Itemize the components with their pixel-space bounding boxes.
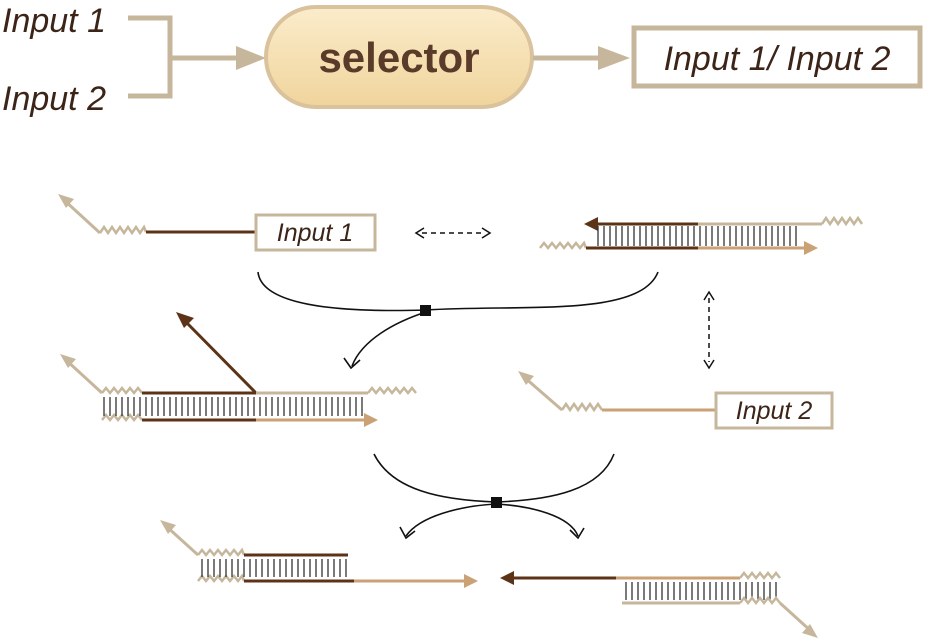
reaction-2 bbox=[373, 453, 615, 540]
input1-box-label: Input 1 bbox=[277, 219, 353, 247]
product-right-complex bbox=[500, 570, 818, 638]
output-label: Input 1/ Input 2 bbox=[664, 40, 891, 78]
flow-arrowhead-in bbox=[236, 46, 266, 70]
input1-box bbox=[254, 213, 377, 252]
selector-node bbox=[264, 5, 534, 109]
reaction-2-node bbox=[491, 497, 502, 508]
flow-schematic: Input 1 Input 2 selector Input 1/ Input … bbox=[2, 2, 923, 118]
product-left-complex bbox=[160, 520, 478, 588]
equilibrium-arrow-vertical bbox=[703, 290, 715, 370]
input2-box bbox=[714, 391, 834, 430]
input1-complex bbox=[60, 312, 417, 427]
input1-strand: Input 1 bbox=[58, 194, 377, 252]
selector-duplex bbox=[539, 215, 864, 255]
equilibrium-arrow-horizontal bbox=[414, 227, 492, 239]
output-box bbox=[631, 25, 923, 89]
flow-input1-label: Input 1 bbox=[2, 2, 106, 40]
flow-merge-bracket bbox=[128, 15, 238, 99]
input2-box-label: Input 2 bbox=[736, 397, 813, 425]
flow-input2-label: Input 2 bbox=[2, 80, 106, 118]
reaction-1-node bbox=[420, 305, 431, 316]
input2-strand: Input 2 bbox=[518, 371, 834, 430]
flow-arrowhead-out bbox=[598, 46, 630, 70]
selector-label: selector bbox=[318, 34, 479, 81]
reaction-1 bbox=[257, 271, 659, 370]
